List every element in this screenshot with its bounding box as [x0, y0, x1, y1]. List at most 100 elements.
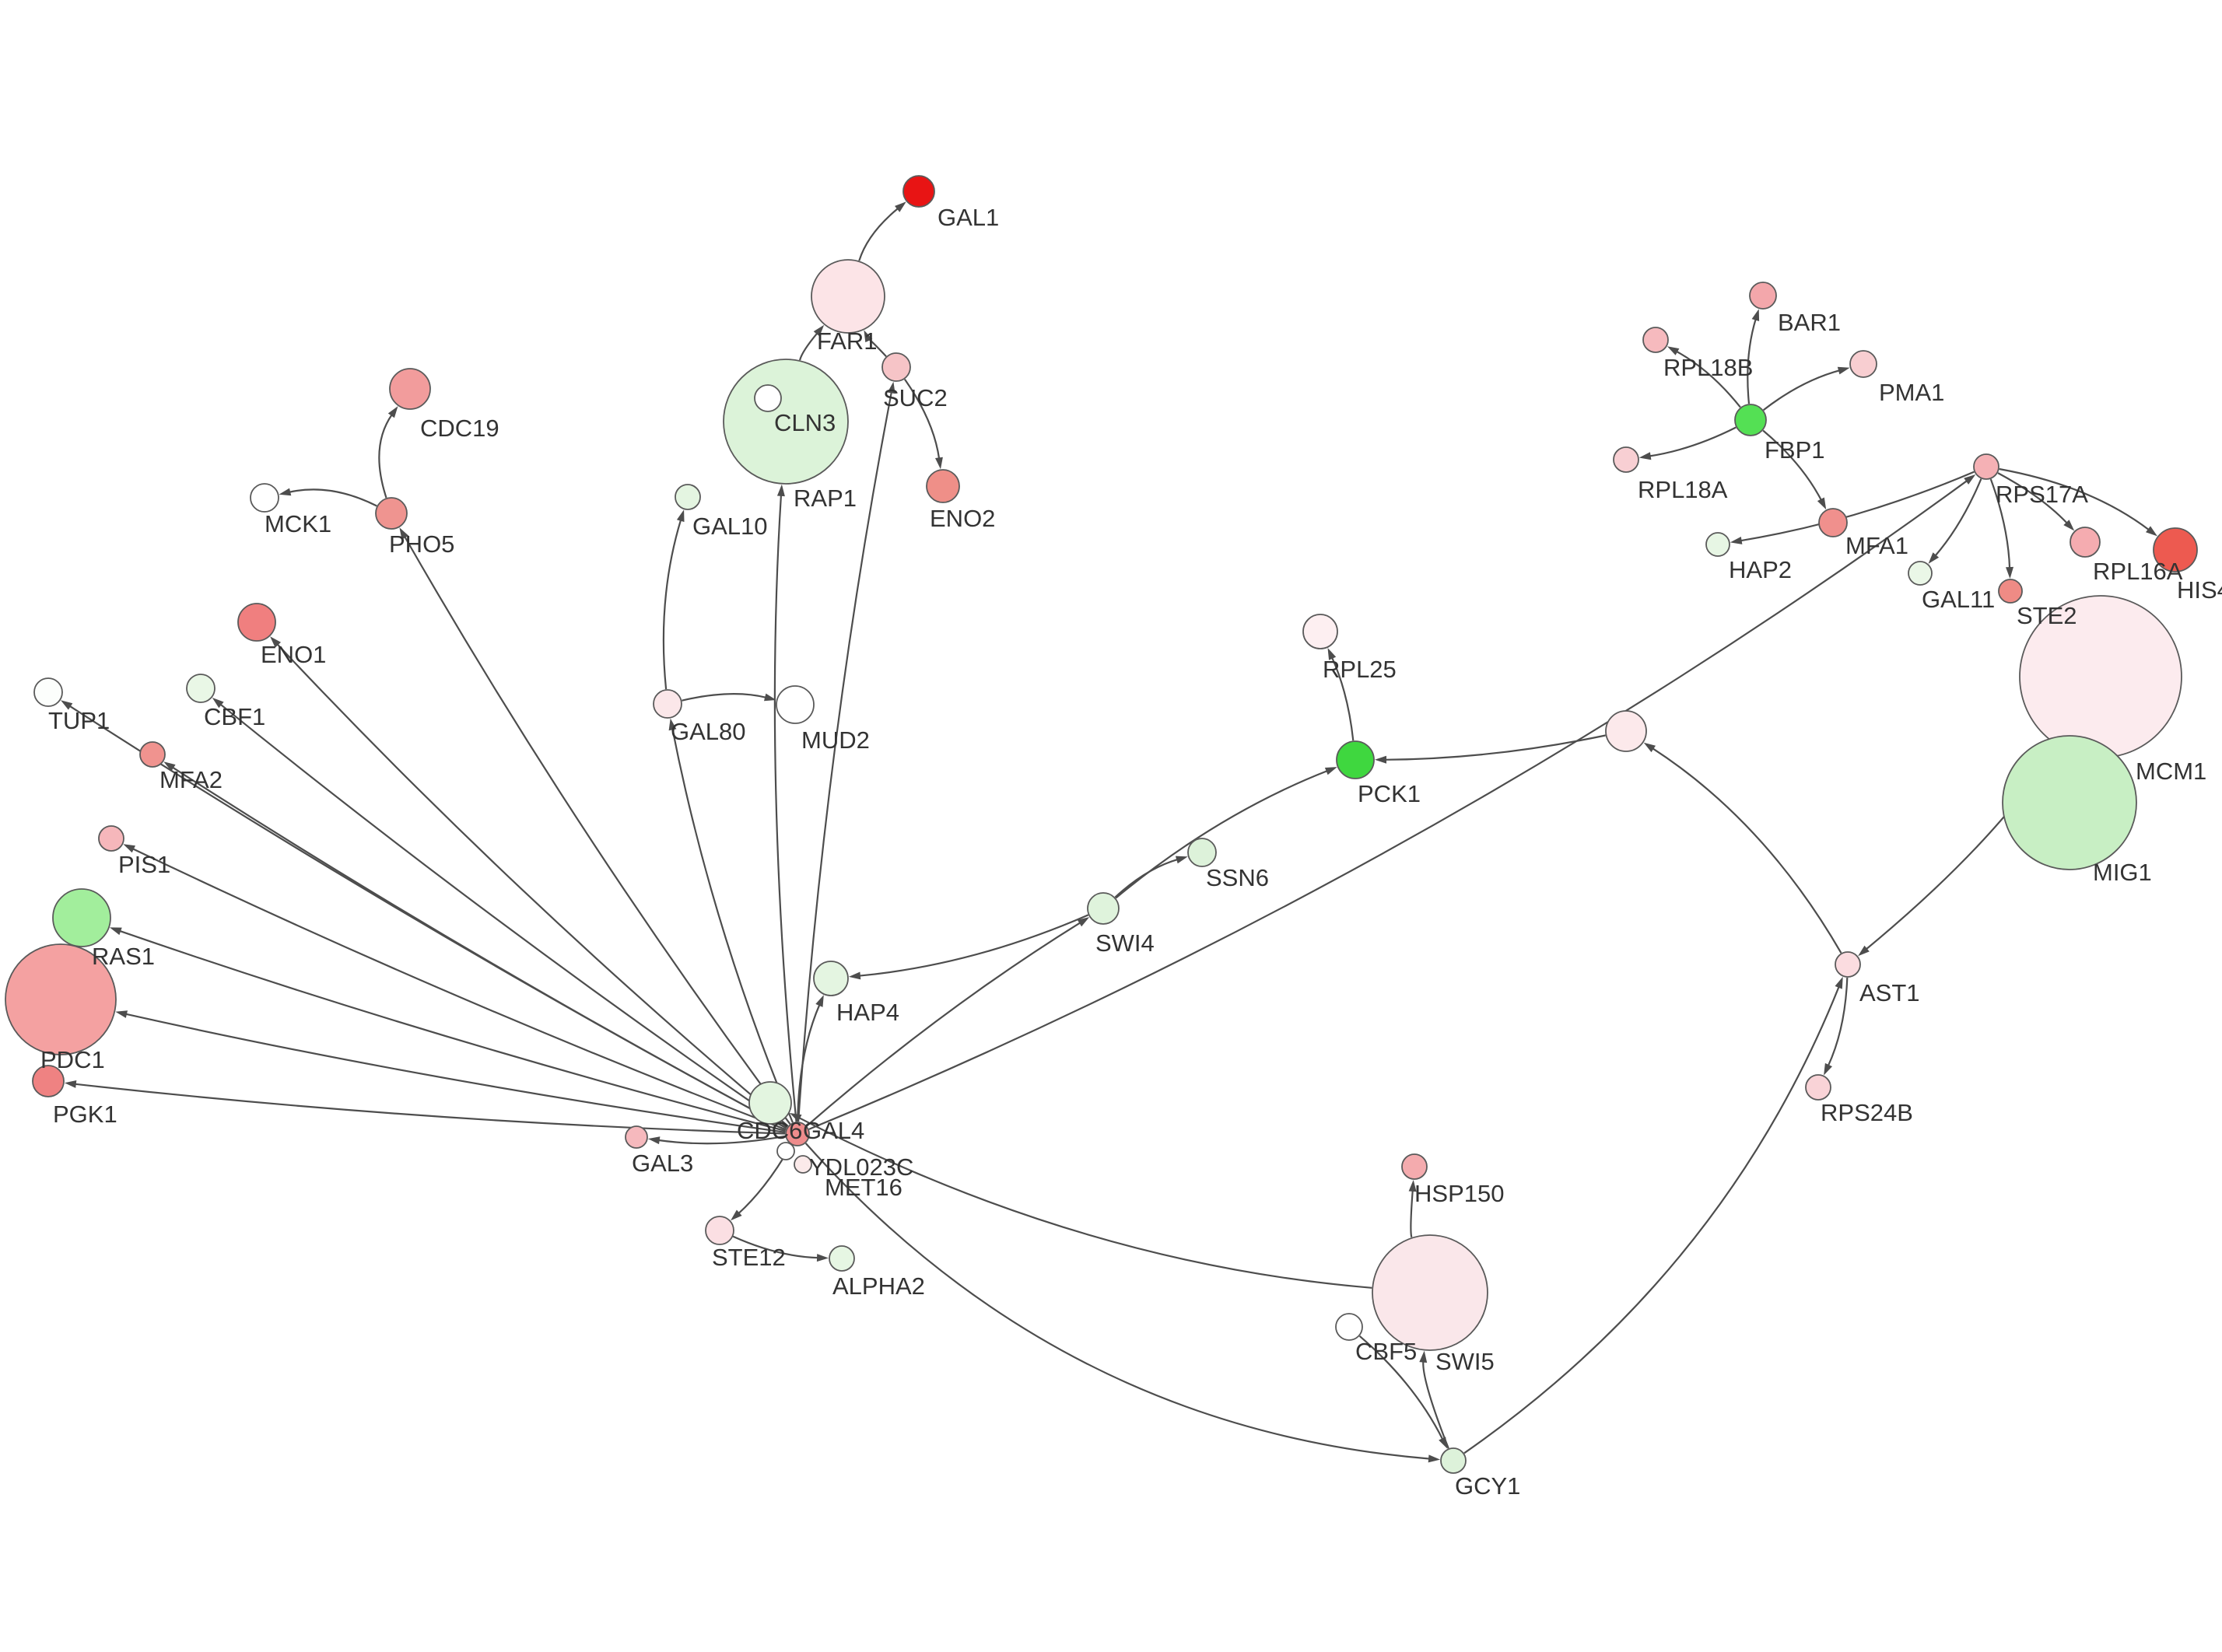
- edge-cbf5-gcy1[interactable]: [1358, 1335, 1444, 1440]
- node-unnamed[interactable]: [1605, 710, 1647, 752]
- edge-gcy1-ast1[interactable]: [1463, 985, 1840, 1454]
- node-mfa2[interactable]: [139, 741, 166, 768]
- edge-swi5-hsp150[interactable]: [1410, 1189, 1414, 1238]
- node-cdc19[interactable]: [389, 368, 431, 410]
- node-gal10[interactable]: [675, 484, 701, 510]
- edge-swi4-hap4[interactable]: [858, 914, 1089, 977]
- node-pdc1[interactable]: [5, 943, 117, 1055]
- edge-pck1-rpl25[interactable]: [1330, 656, 1355, 741]
- node-tup1[interactable]: [33, 677, 63, 707]
- edge-gal4-suc2[interactable]: [797, 391, 893, 1122]
- node-swi5[interactable]: [1372, 1234, 1488, 1351]
- edge-fbp1-mfa1[interactable]: [1762, 429, 1823, 502]
- edge-swi5-cdc6[interactable]: [797, 1116, 1372, 1289]
- edge-ast1-unnamed[interactable]: [1652, 747, 1842, 954]
- edge-gal4-mfa2[interactable]: [171, 766, 787, 1129]
- node-ste12[interactable]: [705, 1216, 734, 1245]
- node-hap2[interactable]: [1705, 532, 1730, 557]
- node-ste2[interactable]: [1998, 579, 2023, 604]
- node-ras1[interactable]: [52, 888, 111, 947]
- edge-fbp1-rpl18b[interactable]: [1675, 350, 1741, 408]
- edge-rps17a-ste2[interactable]: [1989, 478, 2011, 569]
- node-fbp1[interactable]: [1734, 404, 1767, 436]
- edge-gal4-pis1[interactable]: [131, 848, 787, 1131]
- node-far1[interactable]: [811, 259, 885, 334]
- node-mig1[interactable]: [2002, 735, 2137, 870]
- edge-gal4-rap1[interactable]: [773, 494, 797, 1122]
- node-rpl18b[interactable]: [1642, 327, 1669, 353]
- arrowhead-gal4-gal80: [668, 718, 677, 731]
- node-his4[interactable]: [2153, 527, 2198, 572]
- edge-rps17a-hap2[interactable]: [1740, 471, 1975, 542]
- node-cbf5[interactable]: [1335, 1313, 1363, 1341]
- edge-rps17a-his4[interactable]: [1999, 467, 2150, 531]
- edge-gcy1-swi5[interactable]: [1422, 1360, 1449, 1449]
- edge-gal4-ras1[interactable]: [118, 929, 786, 1132]
- node-gal3[interactable]: [625, 1125, 648, 1149]
- node-eno2[interactable]: [926, 469, 960, 503]
- node-rps17a[interactable]: [1973, 453, 1999, 480]
- node-gal1[interactable]: [902, 175, 935, 208]
- node-pho5[interactable]: [375, 497, 408, 530]
- node-hap4[interactable]: [813, 961, 849, 996]
- node-ast1[interactable]: [1835, 951, 1861, 978]
- edge-fbp1-bar1[interactable]: [1747, 318, 1757, 404]
- node-cln3[interactable]: [754, 384, 782, 412]
- node-eno1[interactable]: [237, 603, 276, 642]
- node-mfa1[interactable]: [1818, 508, 1848, 537]
- node-mck1[interactable]: [250, 483, 279, 513]
- edge-pho5-cdc19[interactable]: [378, 414, 393, 499]
- node-gal80[interactable]: [653, 689, 682, 719]
- edge-gal4-pgk1[interactable]: [74, 1083, 786, 1135]
- node-met16[interactable]: [794, 1155, 812, 1174]
- node-ydl023c[interactable]: [776, 1142, 795, 1160]
- node-cdc6[interactable]: [748, 1081, 792, 1125]
- node-pgk1[interactable]: [32, 1065, 65, 1097]
- edge-gal4-cbf1[interactable]: [219, 703, 788, 1128]
- node-gcy1[interactable]: [1440, 1447, 1467, 1474]
- edge-unnamed-pck1[interactable]: [1384, 734, 1606, 761]
- edge-rap1-far1[interactable]: [799, 332, 818, 361]
- node-rpl25[interactable]: [1302, 614, 1338, 649]
- edge-far1-gal1[interactable]: [858, 207, 899, 261]
- node-alpha2[interactable]: [829, 1245, 855, 1272]
- edge-ste12-alpha2[interactable]: [732, 1235, 819, 1259]
- edge-swi4-pck1[interactable]: [1115, 769, 1329, 899]
- edge-fbp1-rpl18a[interactable]: [1649, 426, 1737, 457]
- node-rps24b[interactable]: [1805, 1074, 1831, 1101]
- edge-gal4-eno1[interactable]: [276, 642, 789, 1127]
- node-swi4[interactable]: [1087, 892, 1120, 925]
- edge-suc2-eno2[interactable]: [903, 378, 941, 460]
- node-ssn6[interactable]: [1187, 838, 1217, 867]
- node-cbf1[interactable]: [186, 674, 216, 703]
- edge-rps17a-rpl16a[interactable]: [1997, 472, 2069, 524]
- edge-gal80-mud2[interactable]: [682, 693, 767, 702]
- node-bar1[interactable]: [1749, 282, 1777, 310]
- node-hsp150[interactable]: [1401, 1153, 1428, 1180]
- edge-pho5-mck1[interactable]: [288, 488, 377, 507]
- edge-gal4-hap4[interactable]: [797, 1003, 821, 1122]
- edge-gal4-gal80[interactable]: [671, 728, 794, 1123]
- edge-ast1-rps24b[interactable]: [1827, 977, 1849, 1067]
- edge-gal4-pdc1[interactable]: [124, 1013, 786, 1133]
- node-gal11[interactable]: [1908, 561, 1933, 586]
- edge-gal4-gcy1[interactable]: [804, 1143, 1431, 1460]
- edge-gal80-gal10[interactable]: [662, 519, 682, 690]
- node-gal4[interactable]: [785, 1122, 810, 1146]
- edge-rps17a-gal11[interactable]: [1934, 478, 1982, 557]
- node-rpl16a[interactable]: [2070, 527, 2101, 558]
- node-rpl18a[interactable]: [1613, 446, 1639, 473]
- edge-gal4-rps17a[interactable]: [808, 479, 1968, 1130]
- edge-gal4-swi4[interactable]: [806, 921, 1081, 1127]
- node-pis1[interactable]: [98, 825, 124, 852]
- node-rap1[interactable]: [723, 359, 849, 485]
- node-pma1[interactable]: [1849, 350, 1877, 378]
- edge-fbp1-pma1[interactable]: [1762, 369, 1841, 411]
- node-suc2[interactable]: [881, 352, 911, 382]
- node-pck1[interactable]: [1336, 740, 1375, 779]
- node-mud2[interactable]: [776, 685, 815, 724]
- edge-gal4-gal3[interactable]: [657, 1135, 786, 1145]
- edge-gal4-pho5[interactable]: [403, 535, 791, 1125]
